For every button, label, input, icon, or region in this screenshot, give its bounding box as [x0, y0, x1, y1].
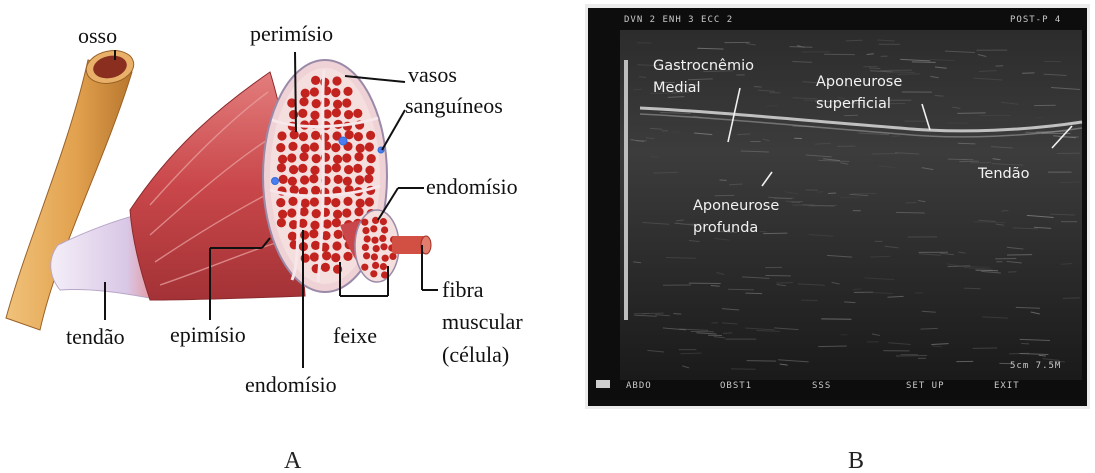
label-fibra: fibra	[442, 277, 484, 302]
label-endomisio-right: endomísio	[426, 174, 518, 199]
ultrasound-image: DVN 2 ENH 3 ECC 2 POST-P 4 5cm 7.5M ABDO…	[585, 4, 1090, 473]
label-muscular: muscular	[442, 309, 523, 334]
label-medial: Medial	[653, 80, 701, 96]
label-sanguineos: sanguíneos	[405, 93, 503, 118]
label-tendao: tendão	[66, 324, 125, 349]
depth-scale-bar	[624, 60, 628, 320]
screen-header-left: DVN 2 ENH 3 ECC 2	[624, 15, 733, 25]
label-osso: osso	[78, 23, 117, 48]
label-celula: (célula)	[442, 342, 509, 367]
label-aponeurose-superficial-2: superficial	[816, 96, 891, 112]
screen-header-right: POST-P 4	[1010, 15, 1061, 25]
screen-menu-sss: SSS	[812, 381, 831, 391]
muscle-anatomy-illustration: osso perimísio vasos sanguíneos endomísi…	[6, 21, 523, 473]
label-endomisio-bottom: endomísio	[245, 372, 337, 397]
label-feixe: feixe	[333, 323, 377, 348]
panel-b-caption: B	[848, 448, 864, 473]
screen-menu-exit: EXIT	[994, 381, 1020, 391]
label-aponeurose-superficial-1: Aponeurose	[816, 74, 902, 90]
screen-menu-obst1: OBST1	[720, 381, 752, 391]
label-epimisio: epimísio	[170, 322, 246, 347]
panel-a-caption: A	[284, 448, 302, 473]
label-gastrocnemio: Gastrocnêmio	[653, 58, 754, 74]
muscle-fiber	[392, 236, 431, 254]
label-aponeurose-profunda-1: Aponeurose	[693, 198, 779, 214]
label-perimisio: perimísio	[250, 21, 333, 46]
screen-menu-abdo: ABDO	[626, 381, 652, 391]
label-vasos: vasos	[408, 62, 457, 87]
depth-readout: 5cm 7.5M	[1010, 361, 1061, 371]
label-aponeurose-profunda-2: profunda	[693, 220, 758, 236]
screen-menu-setup: SET UP	[906, 381, 945, 391]
label-tendao-us: Tendão	[977, 166, 1030, 182]
